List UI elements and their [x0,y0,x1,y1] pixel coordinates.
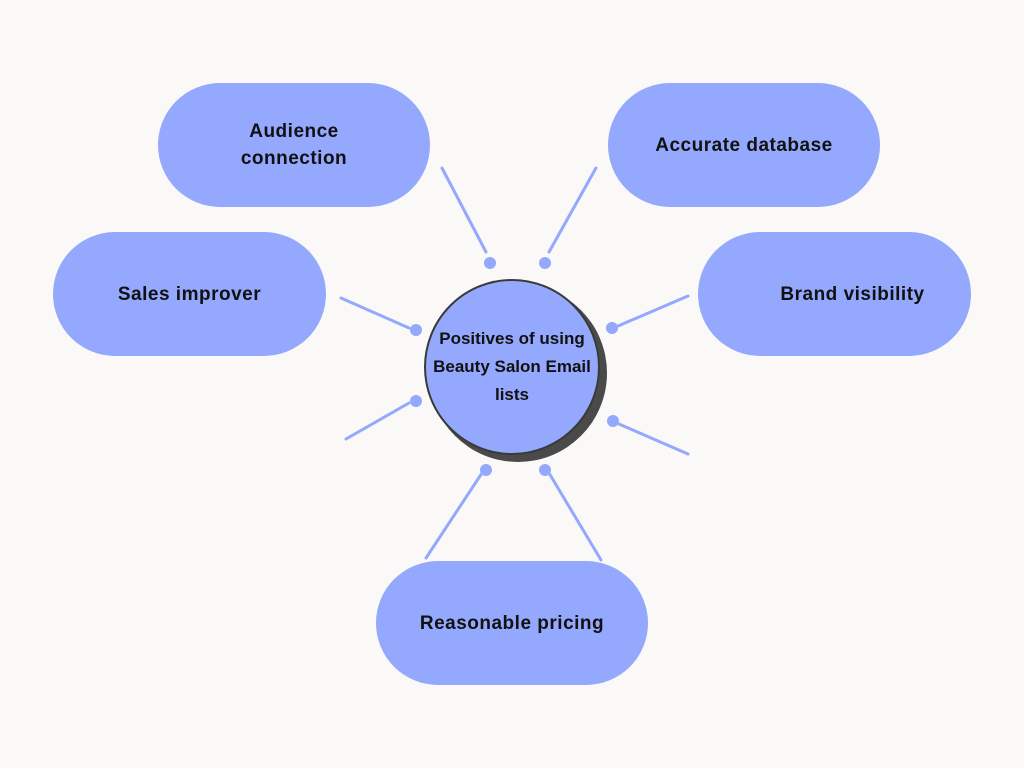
connector-accurate [547,166,598,254]
center-node-label: Positives of using Beauty Salon Email li… [433,329,591,404]
node-brand-visibility: Brand visibility [698,232,971,356]
connector-dot-accurate [539,257,551,269]
node-audience-connection-label: Audience connection [240,121,348,169]
connector-dot-left-lower [410,395,422,407]
node-reasonable-pricing: Reasonable pricing [376,561,648,685]
node-accurate-database: Accurate database [608,83,880,207]
center-node: Positives of using Beauty Salon Email li… [424,279,600,455]
connector-sales [339,296,411,330]
node-sales-improver: Sales improver [53,232,326,356]
connector-left-lower [344,401,411,441]
connector-dot-pricing-left [480,464,492,476]
connector-audience [440,166,488,254]
node-sales-improver-label: Sales improver [117,283,262,305]
connector-dot-audience [484,257,496,269]
connector-pricing-right [547,471,603,562]
connector-dot-sales [410,324,422,336]
connector-dot-pricing-right [539,464,551,476]
node-audience-connection: Audience connection [158,83,430,207]
node-accurate-database-label: Accurate database [655,134,833,156]
connector-dot-right-lower [607,415,619,427]
connector-right-lower [617,422,690,456]
node-reasonable-pricing-label: Reasonable pricing [419,612,605,634]
connector-pricing-left [424,471,484,560]
node-brand-visibility-label: Brand visibility [780,283,925,305]
connector-dot-brand [606,322,618,334]
connector-brand [616,294,690,328]
